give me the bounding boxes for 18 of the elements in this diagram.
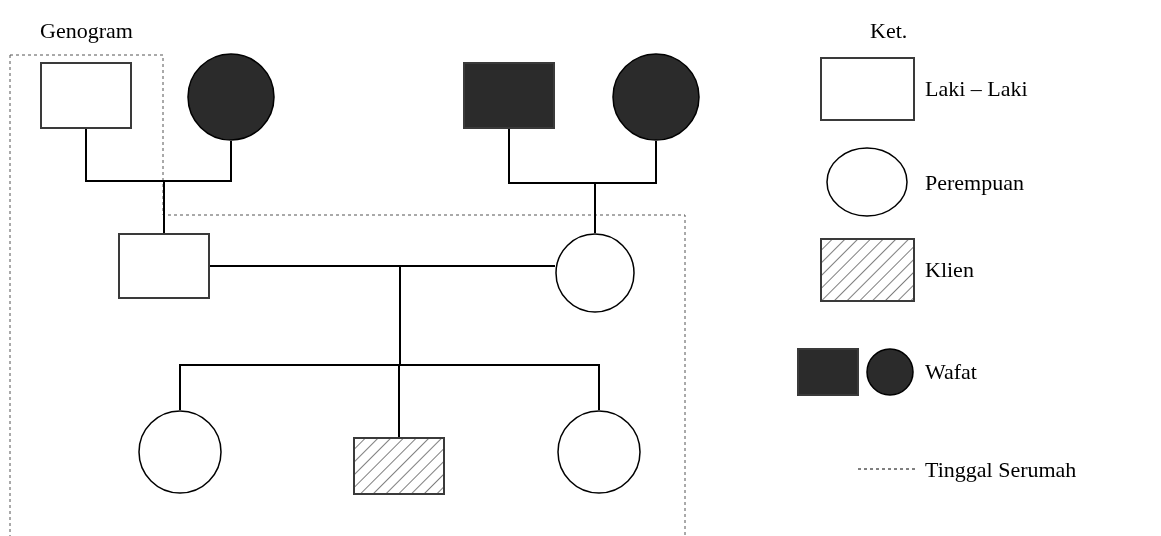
family-line: [594, 140, 657, 234]
client-square: [353, 437, 445, 495]
deceased-female-circle: [187, 53, 275, 141]
legend-label: Laki – Laki: [925, 76, 1028, 102]
legend-label: Klien: [925, 257, 974, 283]
title: Genogram: [40, 18, 133, 44]
male-square: [118, 233, 210, 299]
legend-label: Wafat: [925, 359, 977, 385]
female-circle: [555, 233, 635, 313]
legend-label: Perempuan: [925, 170, 1024, 196]
female-circle: [557, 410, 641, 494]
female-circle: [138, 410, 222, 494]
male-square: [40, 62, 132, 129]
deceased-male-square: [463, 62, 555, 129]
family-line: [163, 140, 232, 234]
deceased-female-circle: [612, 53, 700, 141]
legend-label: Tinggal Serumah: [925, 457, 1077, 483]
legend-heading: Ket.: [870, 18, 908, 44]
